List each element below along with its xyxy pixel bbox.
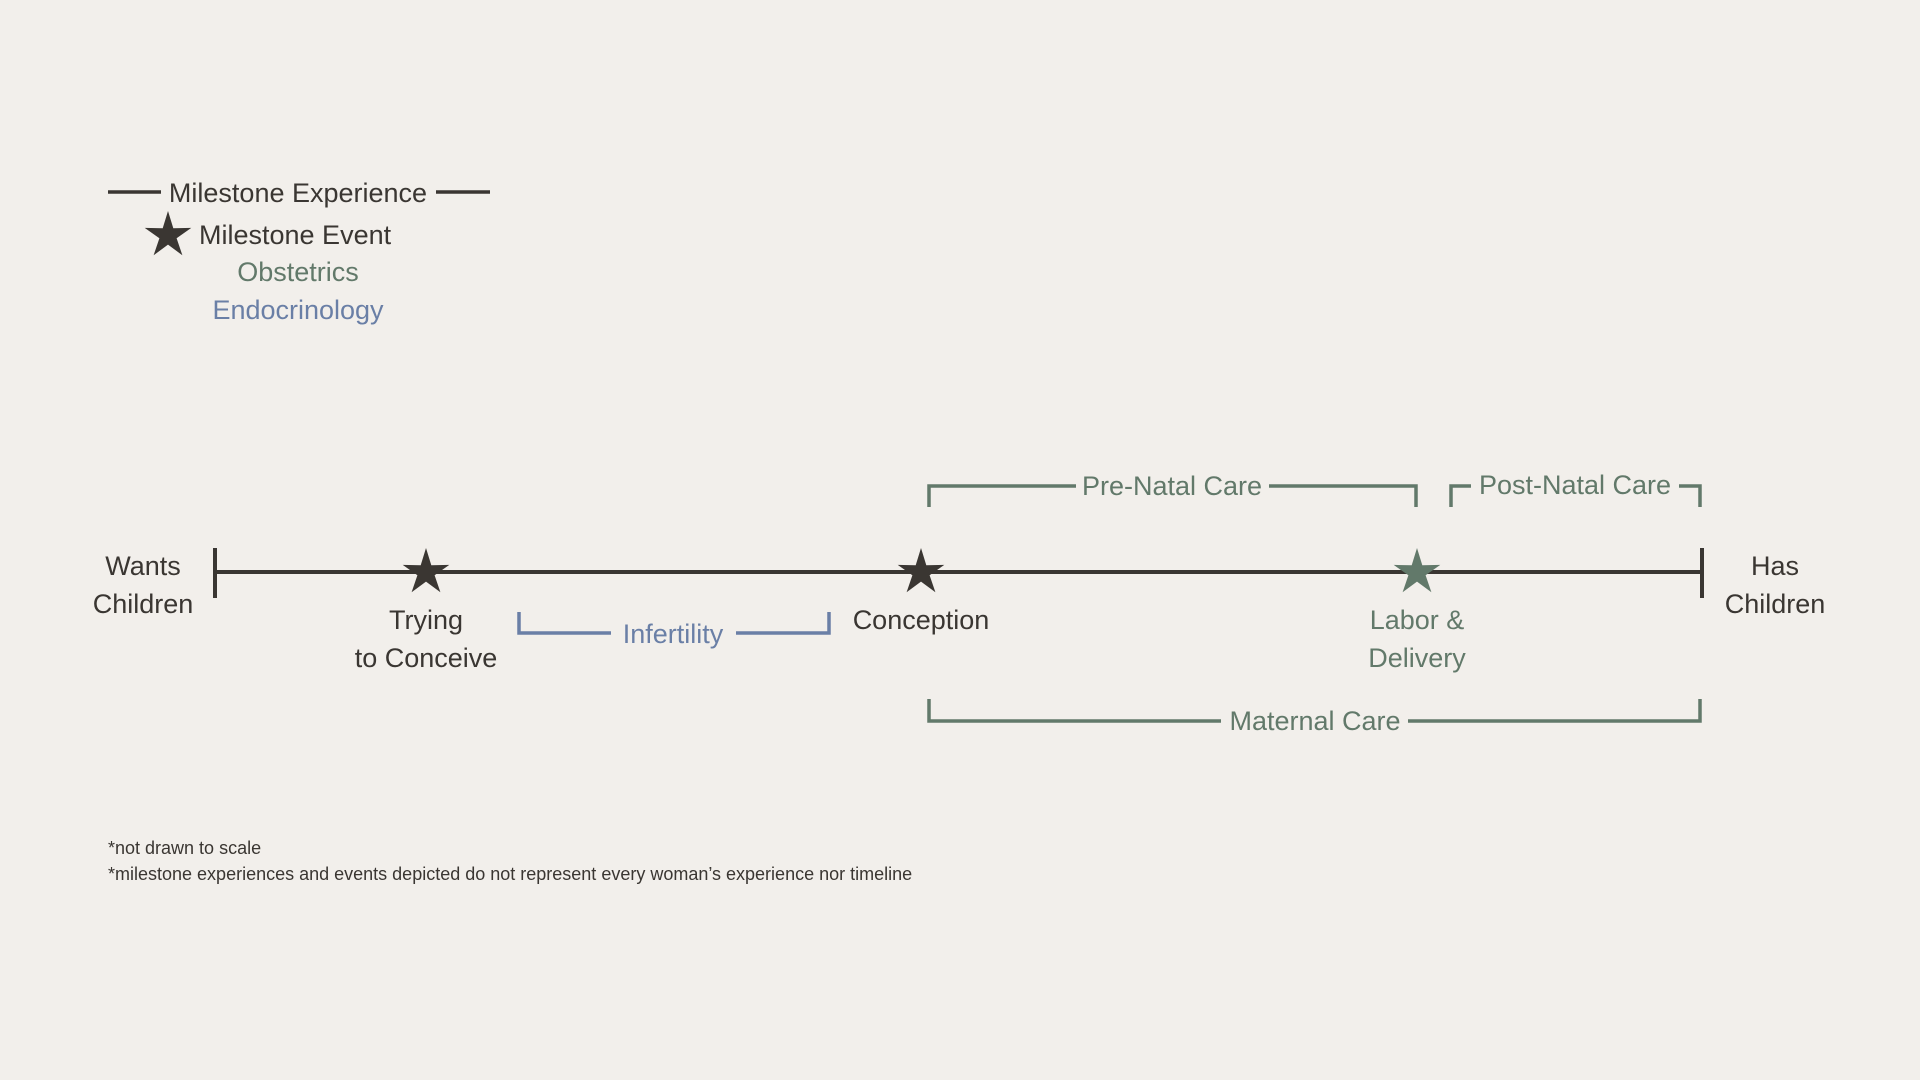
- experience-post-natal-care: Post-Natal Care: [1449, 470, 1702, 507]
- legend: Milestone Experience Milestone Event Obs…: [108, 178, 490, 325]
- event-label-line2: to Conceive: [355, 643, 498, 673]
- experience-maternal-care: Maternal Care: [927, 699, 1702, 736]
- bracket-left: [517, 612, 611, 635]
- bracket-right: [736, 612, 831, 635]
- end-label-line2: Children: [1725, 589, 1826, 619]
- bracket-right: [1269, 484, 1418, 507]
- legend-obstetrics-label: Obstetrics: [237, 257, 359, 287]
- star-icon: [897, 548, 945, 593]
- event-label-line1: Conception: [853, 605, 990, 635]
- bracket-left: [1449, 484, 1471, 507]
- experience-label: Maternal Care: [1229, 706, 1400, 736]
- experience-label: Post-Natal Care: [1479, 470, 1671, 500]
- bracket-right: [1679, 484, 1702, 507]
- start-label-line1: Wants: [105, 551, 181, 581]
- timeline-axis: [213, 548, 1704, 598]
- experience-infertility: Infertility: [517, 612, 831, 649]
- star-icon: [1393, 548, 1441, 593]
- legend-star-icon: [144, 211, 192, 256]
- experience-pre-natal-care: Pre-Natal Care: [927, 471, 1418, 507]
- experience-label: Pre-Natal Care: [1082, 471, 1262, 501]
- event-label-line2: Delivery: [1368, 643, 1466, 673]
- event-labor-and-delivery: Labor & Delivery: [1368, 548, 1466, 673]
- bracket-left: [927, 699, 1221, 723]
- star-icon: [402, 548, 450, 593]
- legend-experience-label: Milestone Experience: [169, 178, 427, 208]
- bracket-left: [927, 484, 1076, 507]
- event-label-line1: Trying: [389, 605, 463, 635]
- legend-event-label: Milestone Event: [199, 220, 392, 250]
- event-conception: Conception: [853, 548, 990, 635]
- event-label-line1: Labor &: [1370, 605, 1465, 635]
- start-label-line2: Children: [93, 589, 194, 619]
- experience-label: Infertility: [623, 619, 724, 649]
- footnote-disclaimer: *milestone experiences and events depict…: [108, 864, 912, 884]
- legend-endocrinology-label: Endocrinology: [212, 295, 384, 325]
- event-trying-to-conceive: Trying to Conceive: [355, 548, 498, 673]
- end-label-line1: Has: [1751, 551, 1799, 581]
- footnote-scale: *not drawn to scale: [108, 838, 261, 858]
- bracket-right: [1408, 699, 1702, 723]
